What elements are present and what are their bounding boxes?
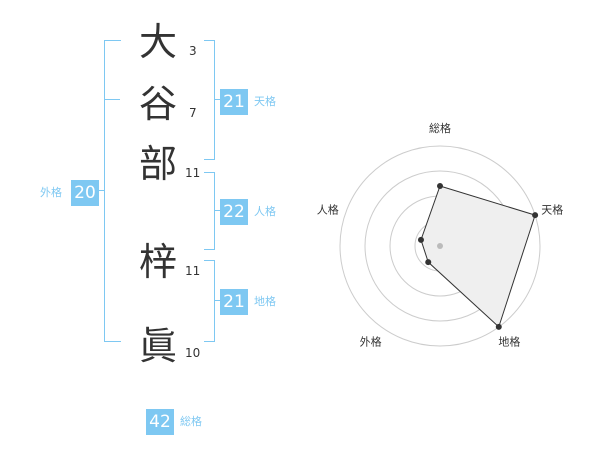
chikaku-bracket-tick: [214, 300, 222, 301]
outer-bracket-tick: [104, 99, 120, 100]
radar-ring: [364, 170, 516, 322]
stroke-count-3: 11: [185, 166, 201, 180]
gaikaku-label: 外格: [40, 186, 62, 199]
jinkaku-badge: 22: [220, 199, 248, 225]
stroke-count-1: 3: [189, 44, 197, 58]
radar-points: [417, 183, 539, 330]
name-char-2: 谷: [138, 82, 177, 126]
name-char-1: 大: [138, 20, 177, 64]
radar-point: [417, 236, 424, 243]
radar-axis-label: 外格: [360, 334, 382, 348]
radar-ring: [414, 220, 466, 272]
radar-axis-label: 総格: [429, 121, 451, 135]
stroke-count-5: 10: [185, 346, 201, 360]
radar-axis-label: 天格: [541, 203, 563, 217]
outer-bracket: [104, 40, 121, 342]
jinkaku-label: 人格: [254, 205, 276, 218]
tenkaku-badge: 21: [220, 89, 248, 115]
gaikaku-badge: 20: [71, 180, 99, 206]
radar-center-dot: [437, 243, 443, 249]
radar-value-polygon: [420, 185, 536, 328]
chikaku-badge: 21: [220, 289, 248, 315]
name-char-5: 眞: [138, 324, 177, 368]
chikaku-bracket: [204, 260, 215, 342]
soukaku-label: 総格: [180, 415, 202, 428]
radar-axis-label: 地格: [498, 334, 520, 348]
radar-point: [425, 259, 432, 266]
tenkaku-label: 天格: [254, 95, 276, 108]
stroke-count-2: 7: [189, 106, 197, 120]
radar-point: [495, 323, 502, 330]
tenkaku-bracket-tick: [214, 99, 222, 100]
radar-rings: [339, 145, 541, 347]
jinkaku-bracket: [204, 172, 215, 250]
radar-point: [437, 183, 443, 189]
stroke-count-4: 11: [185, 264, 201, 278]
name-char-3: 部: [138, 142, 177, 186]
radar-point: [532, 212, 539, 219]
radar-ring: [339, 145, 541, 347]
outer-bracket-tick-left: [98, 190, 104, 191]
name-char-4: 梓: [138, 240, 177, 284]
soukaku-badge: 42: [146, 409, 174, 435]
radar-axis-label: 人格: [317, 203, 339, 217]
tenkaku-bracket: [204, 40, 215, 160]
jinkaku-bracket-tick: [214, 210, 222, 211]
chikaku-label: 地格: [254, 295, 276, 308]
radar-ring: [389, 195, 491, 297]
